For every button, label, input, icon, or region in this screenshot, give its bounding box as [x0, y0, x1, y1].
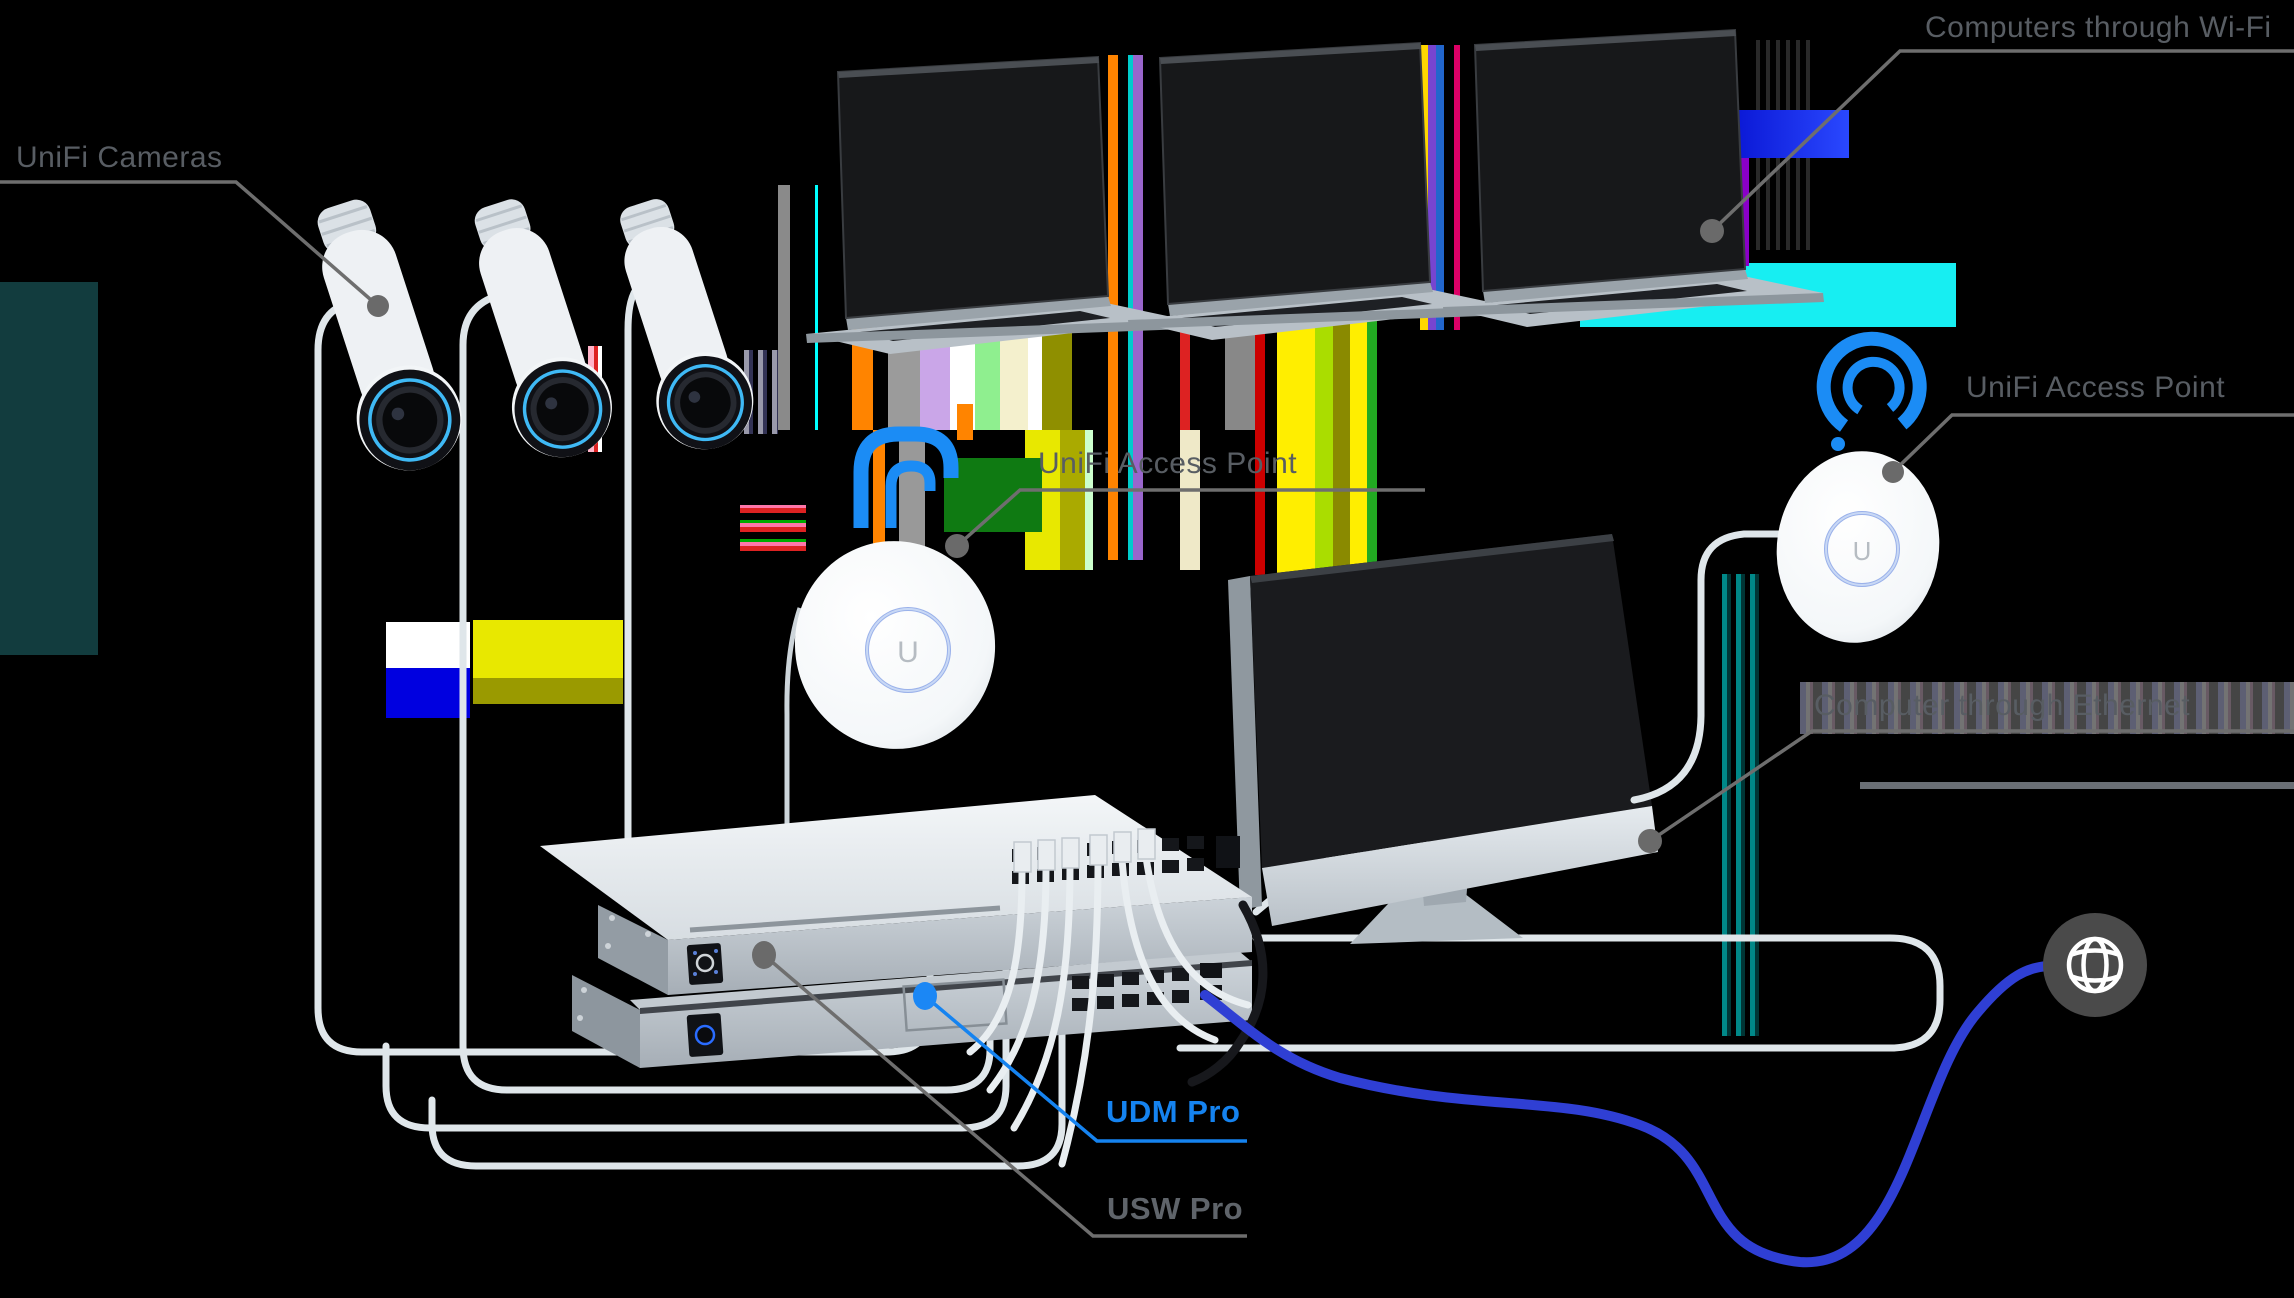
- laptop-1: [805, 56, 1188, 355]
- label-access-point-center: UniFi Access Point: [1038, 447, 1298, 480]
- ethernet-cable-to-ap: [1630, 530, 1792, 804]
- camera-2: [448, 188, 625, 470]
- access-point-stand: [784, 607, 803, 842]
- glitch-artifact: [1860, 782, 2294, 789]
- ap-logo: U: [897, 636, 919, 669]
- wifi-icon-center: [853, 426, 959, 528]
- label-computer-through-ethernet: Computer through Ethernet: [1814, 689, 2191, 722]
- wifi-icon-right: [1816, 331, 1927, 451]
- leader-lines: [0, 49, 2294, 1238]
- label-unifi-cameras: UniFi Cameras: [16, 141, 223, 174]
- label-usw-pro: USW Pro: [1107, 1191, 1244, 1226]
- glitch-artifact: [386, 622, 470, 718]
- glitch-artifact: [1800, 682, 2294, 734]
- internet-globe-icon: [2043, 913, 2147, 1017]
- glitch-artifact: [1722, 574, 1762, 1036]
- patch-cables: [966, 828, 2052, 1268]
- glitch-artifact: [944, 458, 1042, 532]
- glitch-artifact: [740, 505, 806, 551]
- glitch-artifact: [957, 404, 973, 440]
- camera-3: [595, 188, 766, 462]
- laptop-2: [1127, 42, 1510, 341]
- leader-dots: [367, 219, 1904, 1010]
- label-computers-through-wifi: Computers through Wi-Fi: [1925, 11, 2272, 44]
- imac-computer: [1228, 534, 1658, 944]
- access-point-center: U: [794, 541, 996, 749]
- glitch-artifact: [473, 620, 623, 704]
- access-point-right: U: [1776, 451, 1940, 643]
- ap-logo: U: [1853, 536, 1872, 566]
- label-access-point-right: UniFi Access Point: [1966, 371, 2226, 404]
- label-udm-pro: UDM Pro: [1106, 1094, 1241, 1129]
- usw-pro-switch: [540, 795, 1252, 995]
- glitch-artifact: [0, 282, 98, 655]
- wan-blue-cable: [1200, 961, 2052, 1268]
